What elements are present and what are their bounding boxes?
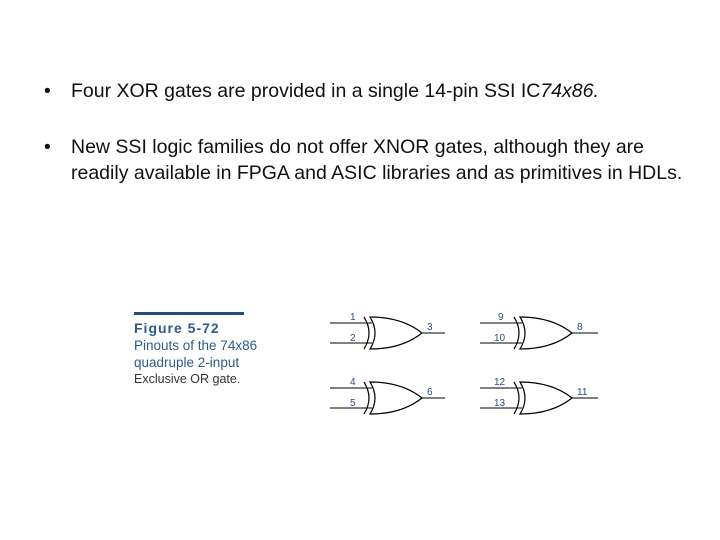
pin-label: 8: [577, 322, 583, 333]
bullet-item: • New SSI logic families do not offer XN…: [44, 134, 694, 186]
xor-gate: 4 5 6: [330, 377, 445, 415]
xor-gate: 12 13 11: [480, 377, 598, 415]
figure-line: Pinouts of the 74x86: [134, 338, 258, 353]
pin-label: 10: [494, 333, 506, 344]
bullet-dot: •: [44, 136, 51, 158]
bullet-text: New SSI logic families do not offer XNOR…: [71, 136, 683, 184]
pin-label: 5: [350, 398, 356, 409]
bullet-item: • Four XOR gates are provided in a singl…: [44, 78, 694, 104]
pin-label: 1: [350, 312, 356, 323]
pin-label: 3: [427, 322, 433, 333]
pin-label: 13: [494, 398, 506, 409]
bullet-text: Four XOR gates are provided in a single …: [71, 80, 541, 102]
xor-gate-diagram: 1 2 3 9 10 8 4 5 6 12 13 11: [330, 312, 598, 415]
pin-label: 11: [577, 387, 588, 398]
bullet-dot: •: [44, 80, 51, 102]
xor-gate: 1 2 3: [330, 312, 445, 350]
bullet-text-italic: 74x86.: [540, 80, 599, 102]
figure-caption: Figure 5-72 Pinouts of the 74x86 quadrup…: [134, 312, 304, 388]
xor-gate: 9 10 8: [480, 312, 598, 350]
figure-line: quadruple 2-input: [134, 355, 240, 370]
pin-label: 6: [427, 387, 433, 398]
pin-label: 12: [494, 377, 506, 388]
pin-label: 4: [350, 377, 356, 388]
caption-rule: [134, 312, 244, 315]
pin-label: 2: [350, 333, 356, 344]
pin-label: 9: [498, 312, 504, 323]
bullet-list: • Four XOR gates are provided in a singl…: [44, 78, 694, 216]
figure-line: Exclusive OR gate.: [134, 372, 241, 386]
figure-title: Figure 5-72: [134, 320, 220, 336]
